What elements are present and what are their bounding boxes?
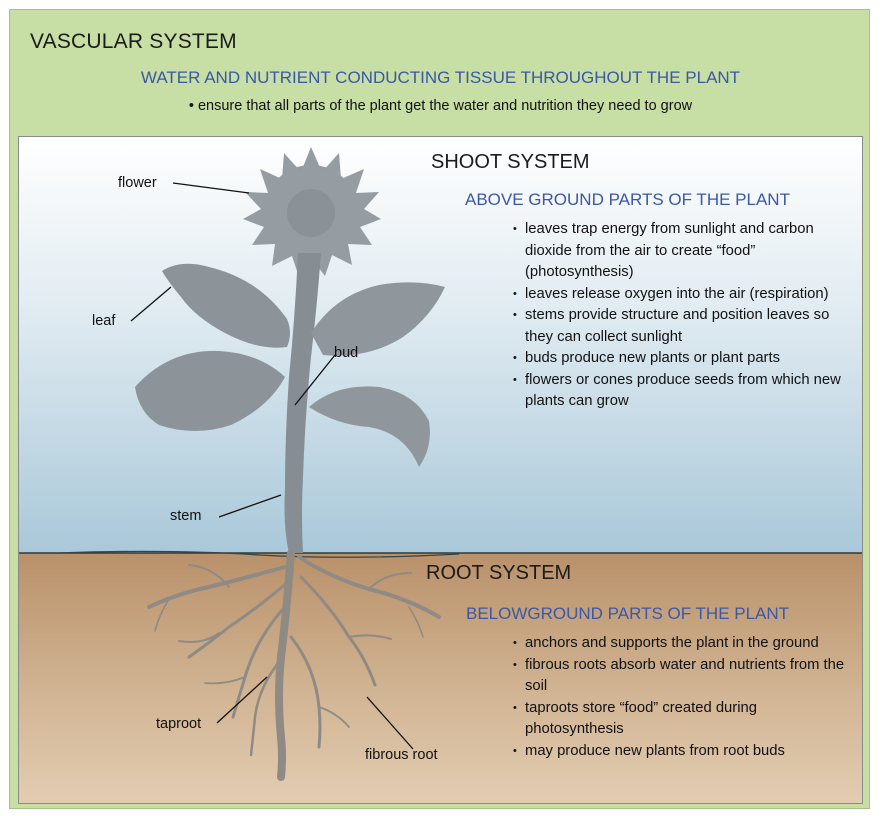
- shoot-system-plant: [135, 147, 445, 553]
- root-bullet: anchors and supports the plant in the gr…: [512, 633, 857, 655]
- vascular-system-panel: VASCULAR SYSTEM WATER AND NUTRIENT CONDU…: [9, 9, 870, 809]
- flower-label: flower: [118, 175, 157, 191]
- root-system-plant: [149, 553, 439, 777]
- vascular-system-title: VASCULAR SYSTEM: [30, 30, 237, 54]
- shoot-bullet: stems provide structure and position lea…: [512, 305, 857, 348]
- flower-leader-line: [173, 183, 249, 193]
- leaf-upper-left: [162, 264, 290, 348]
- leaf-leader-line: [131, 287, 171, 321]
- fibrous-root-leader-line: [367, 697, 413, 749]
- vascular-system-subtitle: WATER AND NUTRIENT CONDUCTING TISSUE THR…: [10, 68, 870, 88]
- fibrous-root-label: fibrous root: [365, 747, 438, 763]
- shoot-system-subtitle: ABOVE GROUND PARTS OF THE PLANT: [465, 190, 790, 210]
- shoot-bullet: buds produce new plants or plant parts: [512, 348, 857, 370]
- root-bullet: taproots store “food” created during pho…: [512, 698, 857, 741]
- vascular-system-bullet: • ensure that all parts of the plant get…: [10, 98, 870, 114]
- stem-leader-line: [219, 495, 281, 517]
- root-bullet: may produce new plants from root buds: [512, 741, 857, 763]
- taproot-label: taproot: [156, 716, 201, 732]
- plant-diagram-panel: flower leaf bud stem taproot fibrous roo…: [18, 136, 863, 804]
- root-bullet: fibrous roots absorb water and nutrients…: [512, 655, 857, 698]
- shoot-bullet: flowers or cones produce seeds from whic…: [512, 370, 857, 413]
- leaf-label: leaf: [92, 313, 115, 329]
- root-system-title: ROOT SYSTEM: [426, 562, 571, 585]
- leaf-lower-left: [135, 351, 285, 431]
- root-system-subtitle: BELOWGROUND PARTS OF THE PLANT: [466, 604, 789, 624]
- leaf-lower-right: [309, 386, 430, 467]
- shoot-bullet: leaves release oxygen into the air (resp…: [512, 284, 857, 306]
- root-system-bullets: anchors and supports the plant in the gr…: [512, 633, 857, 762]
- shoot-bullet: leaves trap energy from sunlight and car…: [512, 219, 857, 284]
- bud-label: bud: [334, 345, 358, 361]
- shoot-system-title: SHOOT SYSTEM: [431, 151, 590, 174]
- shoot-system-bullets: leaves trap energy from sunlight and car…: [512, 219, 857, 413]
- stem-label: stem: [170, 508, 201, 524]
- leaf-upper-right: [311, 282, 445, 355]
